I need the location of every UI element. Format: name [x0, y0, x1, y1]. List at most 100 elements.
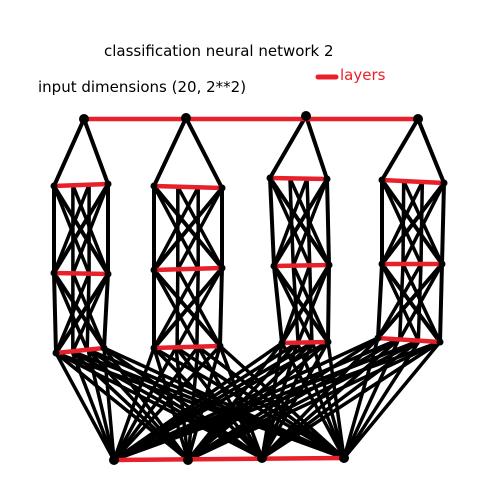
edge: [218, 266, 224, 348]
edge: [272, 264, 314, 345]
edge: [326, 263, 331, 344]
edge: [272, 264, 330, 344]
top-node: [413, 114, 423, 124]
edge: [102, 346, 116, 462]
edge: [52, 271, 106, 350]
layer-node: [50, 182, 58, 190]
layer-line: [379, 177, 447, 186]
edge: [288, 176, 295, 268]
edge: [174, 345, 190, 462]
edge: [70, 349, 116, 462]
edge: [112, 345, 178, 462]
edge: [52, 271, 89, 352]
edge: [416, 262, 423, 343]
legend-label: layers: [340, 66, 386, 84]
edge: [291, 263, 300, 345]
bottom-node: [339, 453, 349, 463]
layer-line: [53, 345, 107, 356]
edge: [380, 181, 446, 266]
edge: [184, 116, 224, 190]
layer-line: [271, 262, 332, 269]
layer-node: [438, 260, 446, 268]
edge: [304, 114, 329, 181]
layer-node: [325, 261, 333, 269]
layer-node: [218, 184, 226, 192]
edge: [325, 177, 331, 267]
edge: [416, 117, 446, 185]
top-node: [181, 113, 191, 123]
edge: [175, 267, 180, 350]
edge: [380, 117, 420, 182]
edge: [186, 340, 442, 462]
layer-line: [51, 181, 111, 189]
edge: [342, 338, 422, 460]
edge: [438, 262, 444, 344]
edge: [112, 344, 222, 462]
edge: [71, 272, 110, 353]
layer-node: [436, 338, 444, 346]
layer-node: [104, 180, 112, 188]
edge: [152, 116, 188, 188]
edge: [112, 346, 156, 462]
edge: [152, 346, 190, 462]
edge: [397, 262, 405, 342]
edge: [102, 346, 346, 460]
edge: [380, 178, 423, 266]
edge: [82, 117, 110, 186]
layer-line: [51, 270, 111, 277]
edge: [54, 351, 116, 462]
edge: [152, 268, 199, 349]
layer-node: [378, 260, 386, 268]
bottom-node: [183, 455, 193, 465]
top-node: [79, 114, 89, 124]
edge: [280, 263, 331, 345]
layer-markers: [51, 116, 447, 463]
diagram-title: classification neural network 2: [104, 42, 334, 60]
edge: [54, 272, 110, 355]
edge: [86, 347, 116, 462]
bottom-node: [257, 453, 267, 463]
edge: [401, 181, 446, 266]
edge: [186, 337, 401, 462]
layer-node: [374, 334, 382, 342]
edge: [296, 263, 331, 345]
edge: [380, 262, 442, 344]
edge: [85, 271, 91, 352]
bottom-node: [109, 455, 119, 465]
edge: [152, 266, 224, 350]
edges: [52, 114, 446, 462]
layer-node: [278, 339, 286, 347]
layer-line: [267, 175, 330, 182]
layer-node: [270, 262, 278, 270]
layer-node: [218, 264, 226, 272]
edge: [272, 177, 329, 268]
edge: [112, 340, 330, 462]
edge: [152, 186, 224, 272]
edge: [195, 266, 200, 349]
layer-node: [52, 349, 60, 357]
edge: [305, 176, 312, 268]
layer-node: [104, 270, 112, 278]
edge: [52, 117, 86, 188]
nodes: [50, 111, 448, 465]
layer-line-bottom: [111, 455, 347, 463]
layer-line: [375, 335, 443, 345]
edge: [401, 179, 406, 266]
layer-line: [151, 343, 223, 351]
edge: [260, 340, 442, 460]
layer-node: [323, 175, 331, 183]
edge: [102, 272, 110, 350]
edge: [272, 264, 284, 345]
layer-node: [378, 176, 386, 184]
layer-node: [440, 179, 448, 187]
layer-node: [150, 266, 158, 274]
layer-node: [150, 182, 158, 190]
layer-line: [151, 265, 225, 273]
edge: [52, 271, 58, 355]
edge: [218, 344, 346, 460]
edge: [376, 262, 384, 340]
edge: [112, 344, 200, 462]
edge: [52, 182, 110, 275]
edge: [308, 263, 314, 345]
